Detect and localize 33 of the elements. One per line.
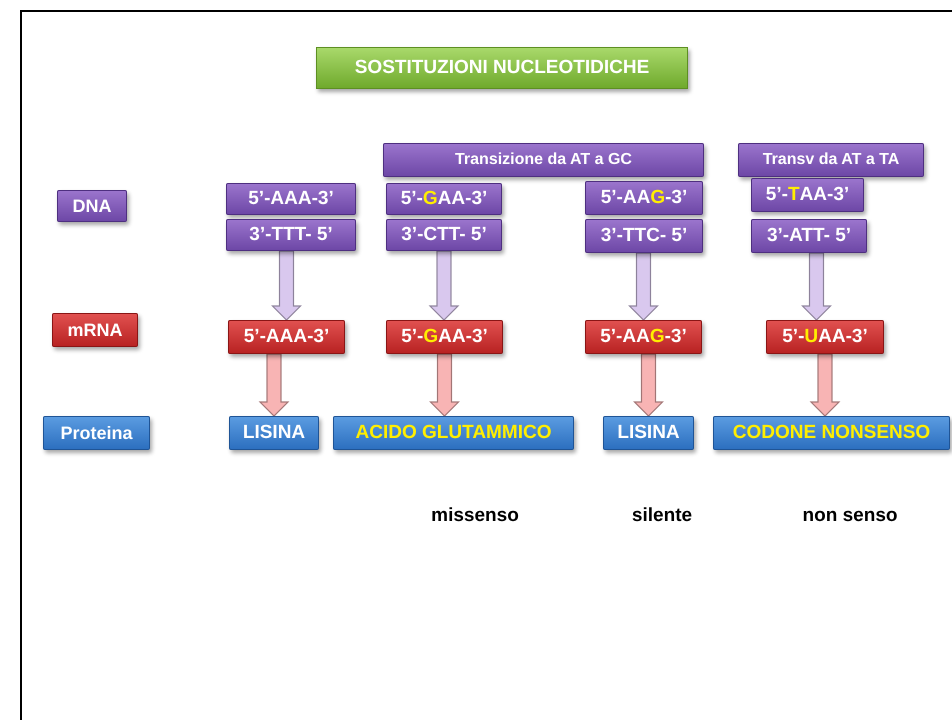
mrna-codon-box: 5’-AAA-3’ bbox=[228, 320, 345, 354]
amino-acid-box: ACIDO GLUTAMMICO bbox=[333, 416, 574, 450]
row-label: DNA bbox=[57, 190, 127, 222]
dna-strand-box: 5’-AAG-3’ bbox=[585, 181, 703, 215]
dna-strand-box: 3’-ATT- 5’ bbox=[751, 219, 867, 253]
mrna-codon-box: 5’-AAG-3’ bbox=[585, 320, 702, 354]
mutation-type-label: missenso bbox=[431, 505, 519, 527]
mrna-codon-box: 5’-GAA-3’ bbox=[386, 320, 503, 354]
dna-strand-box: 5’-GAA-3’ bbox=[386, 183, 502, 215]
block-arrow bbox=[271, 250, 302, 321]
row-label: Proteina bbox=[43, 416, 150, 450]
block-arrow bbox=[801, 252, 832, 321]
title-banner: SOSTITUZIONI NUCLEOTIDICHE bbox=[316, 47, 688, 89]
dna-strand-box: 3’-TTC- 5’ bbox=[585, 219, 703, 253]
block-arrow bbox=[258, 353, 290, 417]
block-arrow bbox=[428, 250, 460, 321]
amino-acid-box: LISINA bbox=[603, 416, 694, 450]
block-arrow bbox=[633, 353, 664, 417]
heading-banner: Transv da AT a TA bbox=[738, 143, 924, 177]
amino-acid-box: CODONE NONSENSO bbox=[713, 416, 950, 450]
dna-strand-box: 3’-TTT- 5’ bbox=[226, 219, 356, 251]
mutation-type-label: non senso bbox=[802, 505, 898, 527]
mutation-type-label: silente bbox=[632, 505, 692, 527]
row-label: mRNA bbox=[52, 313, 138, 347]
block-arrow bbox=[628, 252, 659, 321]
amino-acid-box: LISINA bbox=[229, 416, 319, 450]
block-arrow bbox=[810, 353, 840, 417]
mrna-codon-box: 5’-UAA-3’ bbox=[766, 320, 884, 354]
dna-strand-box: 5’-TAA-3’ bbox=[751, 178, 864, 212]
dna-strand-box: 3’-CTT- 5’ bbox=[386, 219, 502, 251]
heading-banner: Transizione da AT a GC bbox=[383, 143, 704, 177]
dna-strand-box: 5’-AAA-3’ bbox=[226, 183, 356, 215]
block-arrow bbox=[429, 353, 460, 417]
